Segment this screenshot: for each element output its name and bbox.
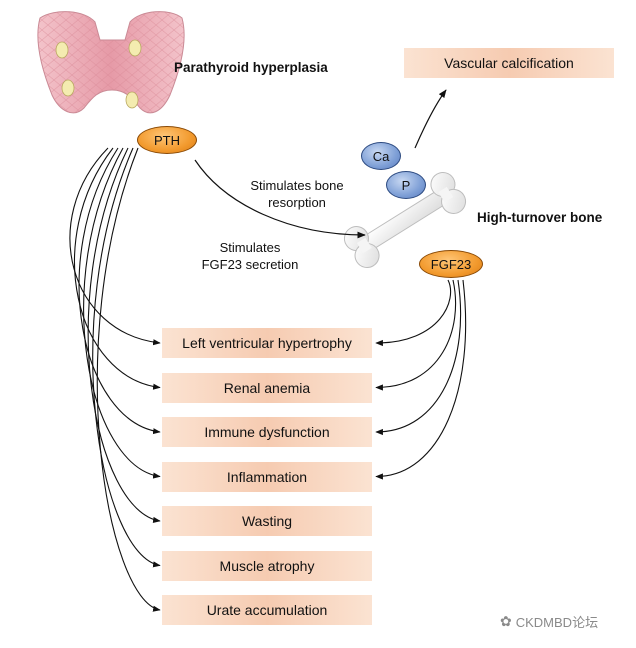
- effect-box: Inflammation: [162, 461, 372, 492]
- pth-arrow: [78, 147, 161, 435]
- vascular-calcification-box: Vascular calcification: [404, 48, 614, 78]
- phosphate-oval: P: [386, 171, 426, 199]
- parathyroid-nodule: [125, 91, 139, 109]
- parathyroid-nodule: [61, 79, 75, 97]
- pth-arrow: [96, 147, 161, 612]
- effect-box: Renal anemia: [162, 372, 372, 403]
- fgf23-arrow: [375, 279, 452, 347]
- parathyroid-hyperplasia-label: Parathyroid hyperplasia: [174, 60, 328, 75]
- pth-effect-arrows: [69, 147, 161, 612]
- parathyroid-nodule: [128, 39, 142, 57]
- label-line: Stimulates: [219, 240, 281, 255]
- effect-box: Immune dysfunction: [162, 417, 372, 447]
- effect-box: Urate accumulation: [162, 595, 372, 625]
- pth-arrow: [83, 147, 161, 479]
- stimulates-bone-resorption-label: Stimulates bone resorption: [242, 177, 352, 211]
- stimulates-fgf23-label: Stimulates FGF23 secretion: [190, 239, 310, 273]
- fgf23-oval: FGF23: [419, 250, 483, 278]
- high-turnover-bone-label: High-turnover bone: [477, 210, 603, 225]
- fgf23-arrow: [375, 279, 467, 480]
- pth-arrow: [87, 147, 161, 523]
- pth-arrow: [69, 147, 161, 346]
- fgf23-effect-arrows: [375, 279, 467, 480]
- bone-illustration: [343, 171, 467, 269]
- pth-oval: PTH: [137, 126, 197, 154]
- calcium-oval: Ca: [361, 142, 401, 170]
- pth-arrow: [92, 147, 161, 568]
- watermark-text: CKDMBD论坛: [515, 615, 599, 630]
- label-line: FGF23 secretion: [201, 257, 299, 272]
- thyroid-illustration: [37, 11, 185, 114]
- parathyroid-nodule: [55, 41, 69, 59]
- label-line: Stimulates bone: [250, 178, 344, 193]
- fgf23-arrow: [375, 279, 462, 436]
- chat-icon: ✿: [500, 613, 512, 629]
- arrow-pth-to-bone: [194, 159, 366, 239]
- watermark: ✿ CKDMBD论坛: [500, 612, 598, 631]
- arrow-to-vascular: [414, 89, 447, 149]
- pth-arrow: [73, 147, 161, 390]
- effect-box: Left ventricular hypertrophy: [162, 328, 372, 358]
- label-line: resorption: [268, 195, 326, 210]
- effect-box: Wasting: [162, 506, 372, 536]
- fgf23-arrow: [375, 279, 457, 391]
- effect-box: Muscle atrophy: [162, 550, 372, 581]
